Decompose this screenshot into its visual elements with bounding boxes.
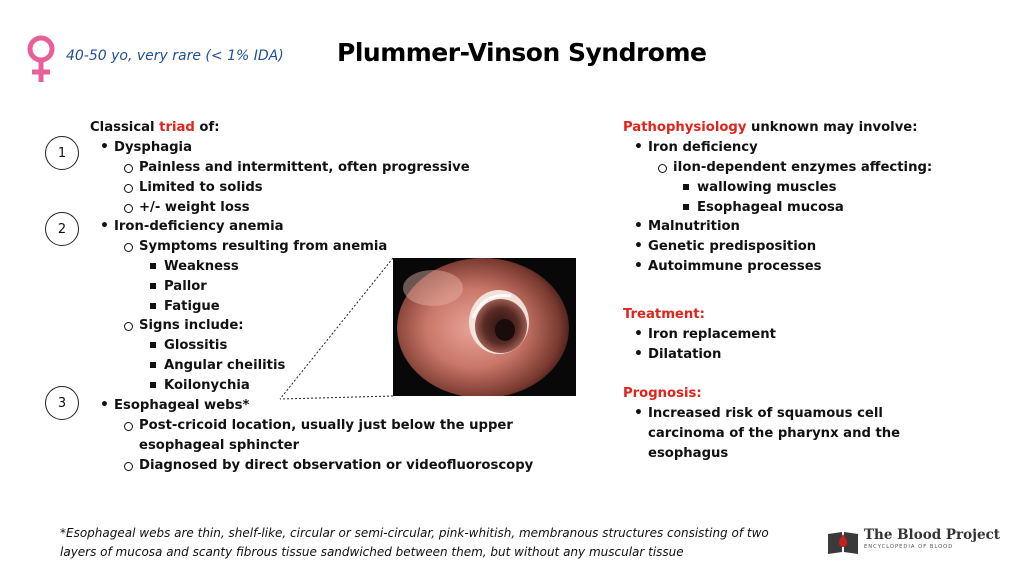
triad-intro-a: Classical (90, 120, 160, 135)
webs-label: Esophageal webs* (100, 396, 249, 416)
treatment-item: Dilatation (634, 345, 721, 365)
triad-intro-c: of: (194, 120, 220, 135)
esophageal-web-endoscopy-image (393, 258, 576, 396)
prognosis-line1: Increased risk of squamous cell (634, 404, 883, 424)
enzyme-target-item: wallowing muscles (682, 178, 836, 198)
webs-location-line1: Post-cricoid location, usually just belo… (124, 416, 513, 436)
patho-item: Malnutrition (634, 217, 740, 237)
sign-item: Koilonychia (150, 376, 250, 396)
logo-tagline: ENCYCLOPEDIA OF BLOOD (864, 544, 954, 550)
marker-2: 2 (45, 212, 79, 246)
pathophysiology-heading: Pathophysiology unknown may involve: (623, 118, 918, 138)
prognosis-heading: Prognosis: (623, 386, 702, 401)
pathophysiology-suffix: unknown may involve: (746, 120, 918, 135)
anemia-label: Iron-deficiency anemia (100, 217, 284, 237)
dysphagia-label: Dysphagia (100, 138, 192, 158)
anemia-symptoms-label: Symptoms resulting from anemia (123, 237, 387, 257)
marker-1: 1 (45, 136, 79, 170)
enzyme-target-item: Esophageal mucosa (683, 198, 844, 218)
marker-3: 3 (45, 386, 79, 420)
footnote-line2: layers of mucosa and scanty fibrous tiss… (60, 545, 684, 559)
triad-intro-b: triad (159, 120, 195, 135)
symptom-item: Fatigue (150, 297, 220, 317)
blood-project-logo: The Blood Project ENCYCLOPEDIA OF BLOOD (826, 528, 1000, 556)
dysphagia-item: Limited to solids (124, 178, 263, 198)
dysphagia-item: Painless and intermittent, often progres… (124, 158, 470, 178)
treatment-heading: Treatment: (623, 307, 705, 322)
symptom-item: Pallor (150, 277, 207, 297)
book-drop-icon (828, 532, 858, 554)
footnote: *Esophageal webs are thin, shelf-like, c… (60, 524, 800, 562)
dysphagia-item: +/- weight loss (124, 198, 250, 218)
demographics-subtitle: 40-50 yo, very rare (< 1% IDA) (66, 48, 284, 64)
logo-name: The Blood Project (864, 527, 1001, 543)
prognosis-line3: esophagus (648, 446, 729, 461)
anemia-signs-label: Signs include: (124, 316, 244, 336)
female-symbol-icon (27, 35, 55, 82)
patho-item: Genetic predisposition (634, 237, 816, 257)
prognosis-line2: carcinoma of the pharynx and the (648, 426, 901, 441)
pathophysiology-label: Pathophysiology (623, 120, 747, 135)
treatment-item: Iron replacement (634, 325, 776, 345)
patho-item-enzymes: iIon-dependent enzymes affecting: (657, 158, 932, 178)
triad-intro: Classical triad of: (90, 118, 220, 138)
patho-item: Autoimmune processes (634, 257, 821, 277)
patho-item-iron: Iron deficiency (634, 138, 758, 158)
symptom-item: Weakness (150, 257, 239, 277)
sign-item: Glossitis (149, 336, 227, 356)
sign-item: Angular cheilitis (149, 356, 285, 376)
webs-diagnosis: Diagnosed by direct observation or video… (123, 456, 533, 476)
page-title: Plummer-Vinson Syndrome (337, 38, 707, 67)
footnote-line1: *Esophageal webs are thin, shelf-like, c… (60, 526, 769, 540)
webs-location-line2: esophageal sphincter (139, 438, 300, 453)
